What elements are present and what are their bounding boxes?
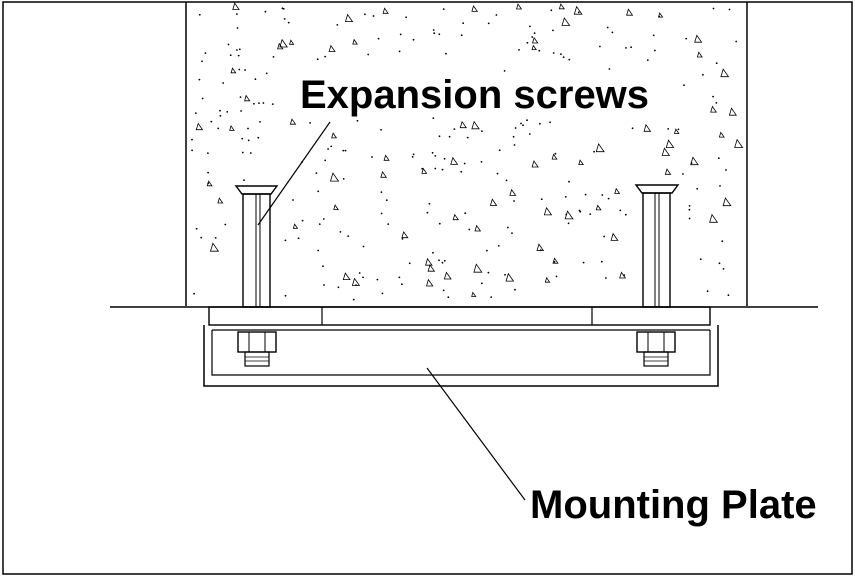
nut-left bbox=[237, 331, 277, 367]
leader-line-mounting-plate bbox=[426, 367, 526, 501]
label-mounting-plate: Mounting Plate bbox=[530, 483, 817, 527]
concrete-aggregate-texture bbox=[191, 2, 744, 301]
expansion-screw-left bbox=[234, 185, 279, 308]
nut-right bbox=[636, 331, 676, 367]
spacer-plate bbox=[208, 306, 711, 326]
label-expansion-screws: Expansion screws bbox=[300, 73, 649, 117]
mounting-plate bbox=[203, 325, 719, 387]
leader-line-expansion-screws bbox=[257, 121, 331, 226]
expansion-screw-right bbox=[634, 184, 680, 308]
